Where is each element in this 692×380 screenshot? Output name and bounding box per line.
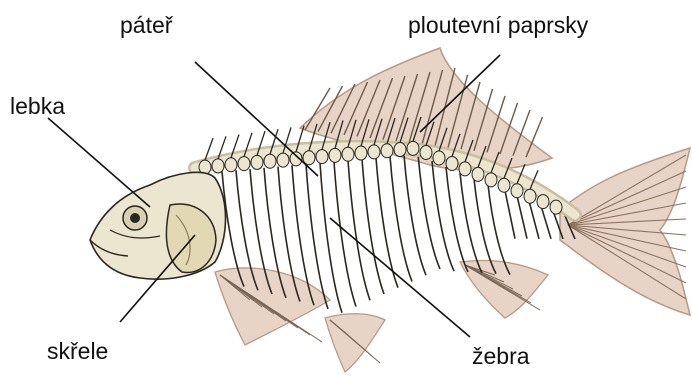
vertebra	[251, 155, 263, 169]
label-fin-rays: ploutevní paprsky	[408, 14, 588, 37]
vertebra	[472, 167, 484, 181]
vertebra	[303, 151, 315, 165]
vertebra	[381, 144, 393, 158]
label-skull: lebka	[10, 95, 65, 118]
vertebra	[225, 158, 237, 172]
vertebra	[420, 146, 432, 160]
vertebra	[511, 184, 523, 198]
vertebra	[524, 189, 536, 203]
tail-fin	[560, 148, 690, 315]
rib	[390, 156, 412, 281]
vertebra	[368, 145, 380, 159]
vertebra	[459, 162, 471, 176]
vertebra	[355, 146, 367, 160]
vertebra	[212, 159, 224, 173]
vertebra	[329, 148, 341, 162]
vertebra	[238, 157, 250, 171]
label-ribs: žebra	[472, 345, 530, 368]
vertebra	[537, 195, 549, 209]
vertebra	[498, 178, 510, 192]
haemal-spine	[529, 201, 539, 239]
haemal-spine	[517, 196, 527, 239]
vertebra	[485, 173, 497, 187]
rib	[404, 155, 426, 275]
rib	[334, 161, 356, 306]
vertebra	[264, 154, 276, 168]
vertebra	[316, 150, 328, 164]
vertebra	[277, 153, 289, 167]
haemal-spine	[541, 206, 551, 239]
haemal-spine	[505, 191, 515, 239]
vertebra	[342, 147, 354, 161]
vertebra	[550, 200, 562, 214]
rib	[362, 159, 384, 294]
vertebra	[394, 143, 406, 157]
leader-lebka	[48, 118, 150, 207]
vertebra	[407, 141, 419, 155]
rib	[376, 158, 398, 288]
label-operculum: skřele	[47, 340, 108, 363]
rib	[418, 154, 440, 269]
label-pater: páteř	[120, 14, 172, 37]
vertebra	[433, 151, 445, 165]
vertebra	[446, 156, 458, 170]
rib	[348, 160, 370, 300]
